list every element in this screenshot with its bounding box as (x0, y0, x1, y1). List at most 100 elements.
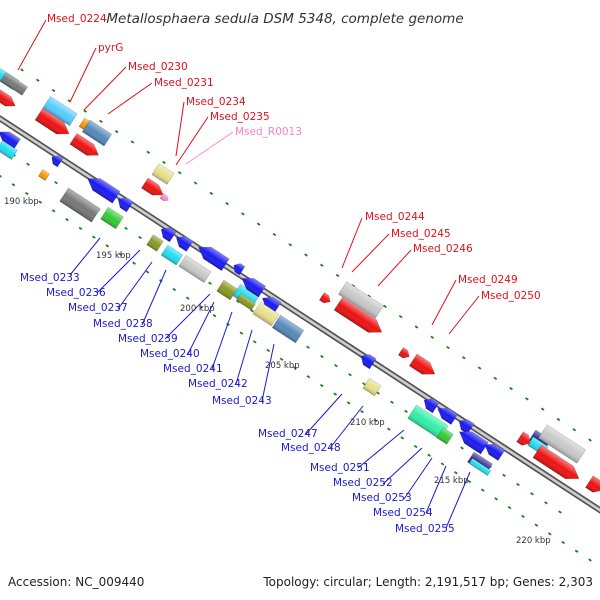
gene-label-msed-0240[interactable]: Msed_0240 (140, 348, 200, 360)
tick-dot-inner2 (360, 410, 364, 414)
reverse-gene-labels: Msed_0233 Msed_0236 Msed_0237 Msed_0238 … (20, 272, 455, 535)
feature-msed-0234[interactable] (151, 163, 175, 185)
gene-label-msed-0254[interactable]: Msed_0254 (373, 507, 433, 519)
tick-dot-inner (376, 391, 380, 395)
feature-msed-0249a[interactable] (397, 347, 411, 360)
feature-msed-0239[interactable] (216, 279, 238, 301)
feature-red-end3[interactable] (585, 475, 600, 496)
feature-msed-r0013[interactable] (159, 192, 170, 202)
gene-label-msed-0233[interactable]: Msed_0233 (20, 272, 80, 284)
gene-label-msed-0252[interactable]: Msed_0252 (333, 477, 393, 489)
leader-line (96, 249, 141, 294)
gene-label-msed-0245[interactable]: Msed_0245 (391, 228, 451, 240)
feature-msed-0254[interactable] (468, 458, 492, 476)
feature-rev-k[interactable] (358, 351, 377, 370)
gene-label-msed-0250[interactable]: Msed_0250 (481, 290, 541, 302)
feature-rev-m[interactable] (434, 404, 459, 425)
feature-msed-0231b[interactable] (69, 132, 102, 160)
feature-rev-orange[interactable] (38, 169, 50, 181)
tick-dot-outer (288, 243, 293, 247)
tick-dot-inner2 (440, 462, 445, 466)
leader-line (448, 295, 480, 335)
feature-rev-b[interactable] (49, 153, 64, 168)
feature-red-end2[interactable] (532, 444, 583, 485)
feature-rev-g[interactable] (195, 241, 230, 272)
feature-msed-0224[interactable] (0, 88, 18, 110)
gene-label-msed-0236[interactable]: Msed_0236 (46, 287, 106, 299)
feature-msed-0244[interactable] (338, 281, 384, 319)
feature-msed-0245a[interactable] (318, 292, 332, 305)
feature-rev-o[interactable] (456, 426, 489, 455)
feature-msed-0248[interactable] (362, 377, 382, 397)
feature-rev-d[interactable] (115, 194, 134, 213)
feature-msed-0246[interactable] (333, 297, 386, 339)
scale-label-210: 210 kbp (350, 418, 385, 428)
gene-label-msed-0237[interactable]: Msed_0237 (68, 302, 128, 314)
tick-dot-inner (348, 373, 352, 377)
tick-dot-inner (26, 162, 30, 166)
gene-label-msed-0251[interactable]: Msed_0251 (310, 462, 370, 474)
feature-red-end[interactable] (516, 431, 534, 449)
feature-msed-0252[interactable] (436, 427, 454, 445)
tick-dot-inner2 (105, 244, 110, 248)
tick-dot-outer (493, 376, 498, 380)
gene-label-msed-0255[interactable]: Msed_0255 (395, 523, 455, 535)
gene-label-msed-0244[interactable]: Msed_0244 (365, 211, 425, 223)
feature-msed-0237[interactable] (160, 244, 184, 266)
feature-rev-green[interactable] (100, 206, 124, 230)
leader-line (185, 131, 234, 165)
gene-label-msed-0253[interactable]: Msed_0253 (352, 492, 412, 504)
gene-label-msed-0224[interactable]: Msed_0224 (47, 13, 107, 25)
feature-msed-0230[interactable] (34, 107, 73, 139)
tick-dot-outer (241, 212, 245, 216)
feature-rev-i[interactable] (238, 273, 267, 298)
feature-rev-c[interactable] (84, 173, 121, 204)
feature-rev-cyan[interactable] (0, 140, 18, 160)
gene-label-msed-0238[interactable]: Msed_0238 (93, 318, 153, 330)
feature-msed-0243[interactable] (271, 314, 305, 344)
feature-msed-0250[interactable] (408, 353, 438, 380)
feature-rev-l[interactable] (421, 395, 440, 414)
gene-label-msed-0243[interactable]: Msed_0243 (212, 395, 272, 407)
tick-dot-outer (383, 304, 387, 309)
feature-msed-0238[interactable] (178, 254, 212, 284)
tick-dot-outer (209, 191, 214, 195)
gene-label-msed-0235[interactable]: Msed_0235 (210, 111, 270, 123)
gene-label-msed-0241[interactable]: Msed_0241 (163, 363, 223, 375)
gene-label-msed-0239[interactable]: Msed_0239 (118, 333, 178, 345)
gene-label-msed-0248[interactable]: Msed_0248 (281, 442, 341, 454)
feature-rev-h[interactable] (231, 261, 246, 276)
gene-label-msed-0249[interactable]: Msed_0249 (458, 274, 518, 286)
feature-msed-0240b[interactable] (235, 293, 257, 311)
gene-label-msed-0246[interactable]: Msed_0246 (413, 243, 473, 255)
feature-gray-0224[interactable] (0, 72, 29, 96)
leader-line (117, 261, 153, 310)
tick-dot-inner2 (306, 375, 311, 379)
feature-pyrg-cyan[interactable] (42, 95, 78, 127)
tick-dot-inner2 (279, 357, 284, 361)
tick-dot-inner2 (547, 532, 552, 536)
leader-line (377, 249, 412, 287)
gene-label-msed-r0013[interactable]: Msed_R0013 (235, 126, 302, 138)
leader-line (141, 269, 167, 326)
forward-gene-labels: Msed_0224 pyrG Msed_0230 Msed_0231 Msed_… (47, 13, 541, 302)
gene-label-msed-0231[interactable]: Msed_0231 (154, 77, 214, 89)
feature-msed-0242[interactable] (252, 301, 280, 327)
feature-msed-0231[interactable] (81, 119, 113, 147)
gene-label-msed-0242[interactable]: Msed_0242 (188, 378, 248, 390)
gene-label-msed-0230[interactable]: Msed_0230 (128, 61, 188, 73)
feature-rev-f[interactable] (173, 233, 194, 252)
feature-rev-p[interactable] (481, 440, 506, 461)
feature-msed-0236[interactable] (146, 234, 164, 252)
feature-gray-end[interactable] (537, 424, 587, 464)
gene-label-pyrg[interactable]: pyrG (98, 42, 123, 54)
feature-msed-0235[interactable] (141, 177, 167, 200)
feature-rev-j[interactable] (259, 293, 282, 314)
feature-rev-e[interactable] (158, 224, 177, 243)
gene-label-msed-0247[interactable]: Msed_0247 (258, 428, 318, 440)
gene-label-msed-0234[interactable]: Msed_0234 (186, 96, 246, 108)
tick-dot-inner2 (145, 270, 150, 274)
feature-rev-a[interactable] (0, 127, 21, 150)
feature-msed-0233[interactable] (59, 187, 101, 223)
leader-line (357, 429, 405, 469)
